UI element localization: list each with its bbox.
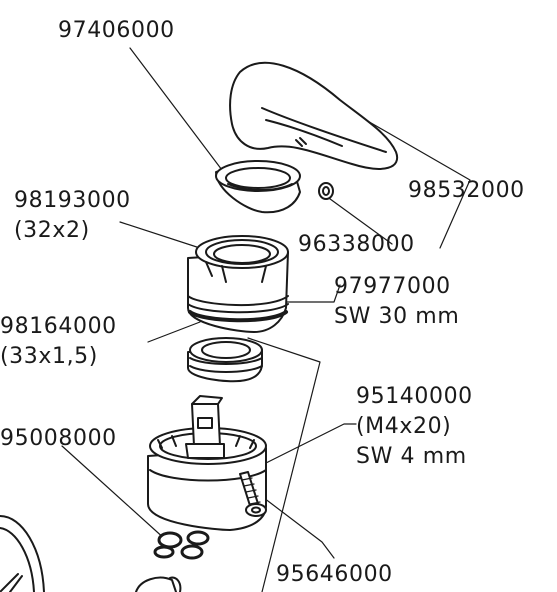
part-spec: SW 30 mm [334, 304, 460, 329]
set-screw [318, 182, 334, 200]
label-97977000: 97977000 SW 30 mm [334, 272, 459, 332]
threaded-insert [187, 337, 263, 383]
leader-98164000-b [247, 337, 321, 592]
part-number: 98532000 [408, 178, 525, 203]
part-number: 95646000 [276, 562, 393, 587]
leader-97406000 [129, 47, 229, 179]
leader-98193000 [119, 221, 207, 251]
leader-98532000 [351, 111, 471, 249]
leader-96338000 [325, 195, 393, 245]
label-95008000: 95008000 [0, 424, 117, 454]
part-spec: (33x1,5) [0, 344, 98, 369]
label-95140000: 95140000 (M4x20) SW 4 mm [356, 382, 473, 472]
part-number: 95008000 [0, 426, 117, 451]
part-spec: (32x2) [14, 218, 90, 243]
part-spec: SW 4 mm [356, 444, 467, 469]
leader-95008000 [61, 445, 167, 541]
part-number: 96338000 [298, 232, 415, 257]
part-number: 97406000 [58, 18, 175, 43]
label-98193000: 98193000 (32x2) [14, 186, 131, 246]
cartridge-body [147, 395, 267, 531]
label-97406000: 97406000 [58, 16, 175, 46]
valve-body-partial [0, 515, 45, 592]
part-number: 98193000 [14, 188, 131, 213]
part-number: 95140000 [356, 384, 473, 409]
part-spec: (M4x20) [356, 414, 452, 439]
label-96338000: 96338000 [298, 230, 415, 260]
leader-98164000 [147, 321, 201, 343]
label-95646000: 95646000 [276, 560, 393, 590]
leader-lines [61, 47, 471, 592]
leader-95140000 [255, 423, 357, 469]
cap-ring [215, 160, 301, 214]
label-98532000: 98532000 [408, 176, 525, 206]
label-98164000: 98164000 (33x1,5) [0, 312, 117, 372]
small-o-rings [153, 530, 210, 560]
leader-95646000 [263, 497, 335, 559]
retaining-clip [135, 576, 182, 592]
part-number: 97977000 [334, 274, 451, 299]
part-number: 98164000 [0, 314, 117, 339]
handle-lever [229, 61, 399, 170]
mounting-screw [239, 471, 267, 517]
leader-97977000 [277, 284, 341, 303]
cartridge-nut [187, 235, 289, 333]
